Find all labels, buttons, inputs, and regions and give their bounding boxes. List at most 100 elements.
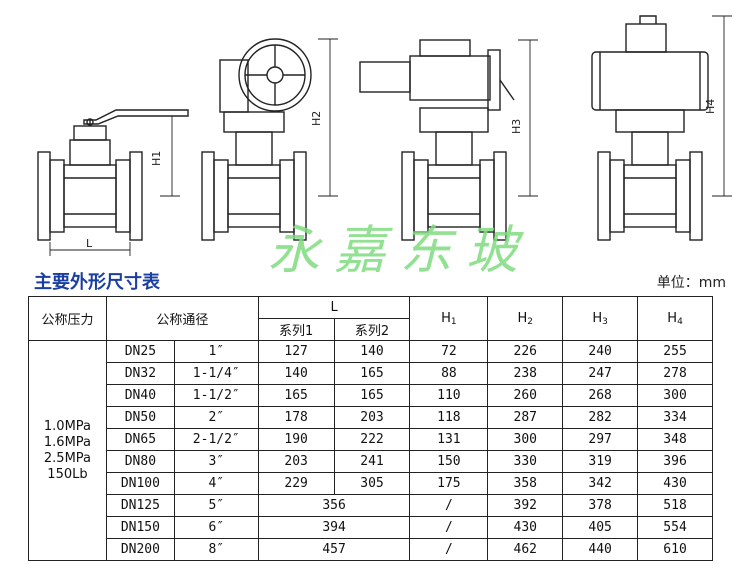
- table-title: 主要外形尺寸表: [34, 272, 160, 293]
- table-row: DN200 8″ 457 / 462 440 610: [29, 538, 713, 561]
- cell-inch: 8″: [173, 538, 259, 561]
- cell-series2: 140: [333, 340, 411, 363]
- cell-h4: 554: [637, 516, 713, 539]
- cell-series1: 190: [257, 428, 335, 451]
- cell-h4: 518: [637, 494, 713, 517]
- label-h2: H2: [310, 111, 323, 126]
- cell-h3: 440: [562, 538, 639, 561]
- table-row: DN100 4″ 229 305 175 358 342 430: [29, 472, 713, 495]
- cell-h2: 392: [487, 494, 564, 517]
- valve-pneumatic-drawing: [591, 15, 709, 241]
- cell-h3: 405: [562, 516, 639, 539]
- cell-series2: 305: [333, 472, 411, 495]
- cell-dn: DN40: [105, 384, 175, 407]
- label-h3: H3: [510, 119, 523, 134]
- table-row: DN65 2-1/2″ 190 222 131 300 297 348: [29, 428, 713, 451]
- cell-series1: 203: [257, 450, 335, 473]
- cell-inch: 1-1/2″: [173, 384, 259, 407]
- cell-h4: 348: [637, 428, 713, 451]
- cell-h4: 396: [637, 450, 713, 473]
- cell-h3: 319: [562, 450, 639, 473]
- cell-h4: 430: [637, 472, 713, 495]
- cell-inch: 2-1/2″: [173, 428, 259, 451]
- cell-series1: 127: [257, 340, 335, 363]
- cell-inch: 1″: [173, 340, 259, 363]
- cell-series1: 229: [257, 472, 335, 495]
- table-row: DN125 5″ 356 / 392 378 518: [29, 494, 713, 517]
- cell-inch: 5″: [173, 494, 259, 517]
- cell-l-merged: 356: [257, 494, 411, 517]
- cell-dn: DN25: [105, 340, 175, 363]
- cell-inch: 2″: [173, 406, 259, 429]
- cell-h3: 282: [562, 406, 639, 429]
- cell-h1: /: [409, 494, 489, 517]
- cell-h2: 287: [487, 406, 564, 429]
- cell-l-merged: 457: [257, 538, 411, 561]
- cell-series2: 222: [333, 428, 411, 451]
- cell-dn: DN50: [105, 406, 175, 429]
- label-h4: H4: [704, 99, 717, 114]
- cell-series1: 178: [257, 406, 335, 429]
- cell-h1: 131: [409, 428, 489, 451]
- dimension-labels: H1 L H2 H3 H4: [86, 99, 717, 250]
- dimension-lines: [49, 15, 732, 256]
- table-row: DN32 1-1/4″ 140 165 88 238 247 278: [29, 362, 713, 385]
- cell-h4: 278: [637, 362, 713, 385]
- cell-h1: /: [409, 538, 489, 561]
- dimension-table: 公称压力 公称通径 L H1 H2 H3 H4 系列1 系列2 1.0MPa 1…: [28, 296, 713, 561]
- table-row: 1.0MPa 1.6MPa 2.5MPa 150Lb DN25 1″ 127 1…: [28, 340, 713, 561]
- cell-h2: 300: [487, 428, 564, 451]
- cell-h1: 88: [409, 362, 489, 385]
- cell-h2: 260: [487, 384, 564, 407]
- cell-h1: /: [409, 516, 489, 539]
- cell-inch: 4″: [173, 472, 259, 495]
- header-series1: 系列1: [257, 318, 335, 341]
- cell-h1: 72: [409, 340, 489, 363]
- cell-series1: 140: [257, 362, 335, 385]
- cell-series2: 165: [333, 384, 411, 407]
- cell-h3: 297: [562, 428, 639, 451]
- cell-dn: DN150: [105, 516, 175, 539]
- cell-inch: 1-1/4″: [173, 362, 259, 385]
- table-row: DN150 6″ 394 / 430 405 554: [29, 516, 713, 539]
- cell-h2: 330: [487, 450, 564, 473]
- cell-h4: 300: [637, 384, 713, 407]
- table-row: DN40 1-1/2″ 165 165 110 260 268 300: [29, 384, 713, 407]
- cell-series2: 241: [333, 450, 411, 473]
- unit-label: 单位：mm: [656, 275, 726, 291]
- cell-h3: 240: [562, 340, 639, 363]
- cell-series1: 165: [257, 384, 335, 407]
- cell-dn: DN125: [105, 494, 175, 517]
- cell-h1: 110: [409, 384, 489, 407]
- cell-inch: 3″: [173, 450, 259, 473]
- cell-h4: 334: [637, 406, 713, 429]
- cell-h3: 378: [562, 494, 639, 517]
- header-l: L: [257, 296, 411, 319]
- cell-h3: 247: [562, 362, 639, 385]
- cell-h3: 268: [562, 384, 639, 407]
- valve-gear-drawing: [201, 38, 312, 241]
- cell-dn: DN65: [105, 428, 175, 451]
- watermark-text: 永嘉东玻: [268, 221, 533, 281]
- label-h1: H1: [150, 151, 163, 166]
- cell-h2: 226: [487, 340, 564, 363]
- pressure-cell: 1.0MPa 1.6MPa 2.5MPa 150Lb: [28, 340, 107, 561]
- cell-dn: DN100: [105, 472, 175, 495]
- label-l: L: [86, 237, 93, 250]
- cell-h3: 342: [562, 472, 639, 495]
- cell-dn: DN80: [105, 450, 175, 473]
- cell-series2: 203: [333, 406, 411, 429]
- cell-h2: 430: [487, 516, 564, 539]
- header-series2: 系列2: [333, 318, 411, 341]
- header-h3: H3: [562, 296, 639, 341]
- cell-h2: 238: [487, 362, 564, 385]
- cell-h2: 358: [487, 472, 564, 495]
- table-row: DN50 2″ 178 203 118 287 282 334: [29, 406, 713, 429]
- cell-inch: 6″: [173, 516, 259, 539]
- cell-h4: 610: [637, 538, 713, 561]
- header-h2: H2: [487, 296, 564, 341]
- cell-h1: 118: [409, 406, 489, 429]
- header-h1: H1: [409, 296, 489, 341]
- header-h4: H4: [637, 296, 713, 341]
- cell-series2: 165: [333, 362, 411, 385]
